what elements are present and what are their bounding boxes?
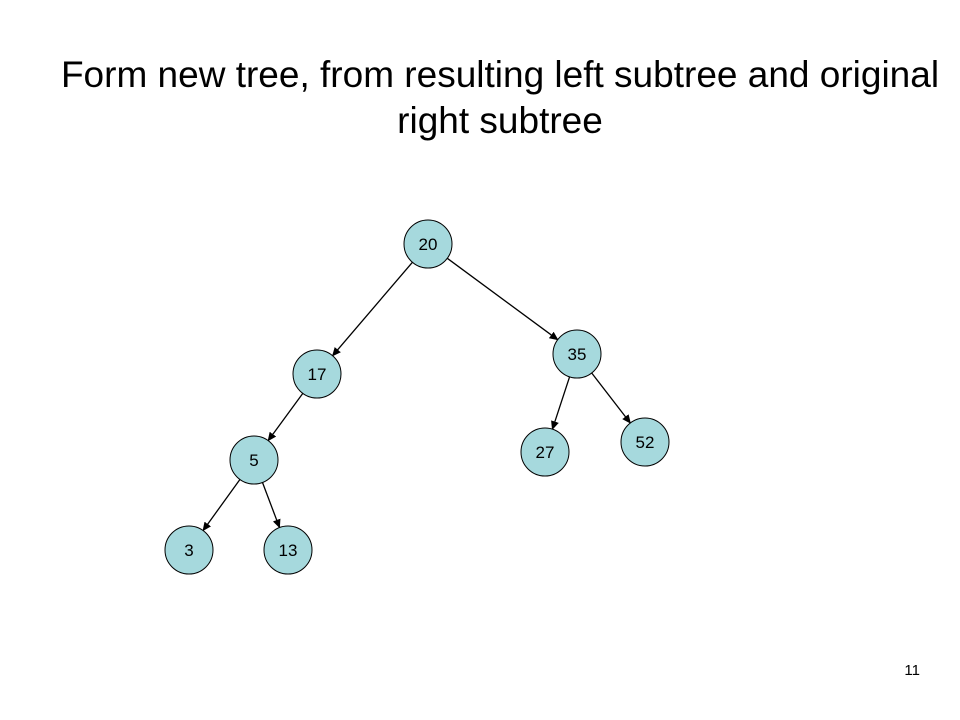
tree-node-circle xyxy=(552,329,602,379)
tree-node-17: 17 xyxy=(292,349,342,399)
tree-edge-5-to-13 xyxy=(261,482,281,529)
tree-edge-20-to-17 xyxy=(331,261,413,357)
tree-node-label: 3 xyxy=(184,541,193,560)
tree-edge-35-to-27 xyxy=(551,376,571,431)
tree-edges xyxy=(202,257,631,532)
slide-title: Form new tree, from resulting left subtr… xyxy=(60,54,940,141)
tree-node-label: 17 xyxy=(308,365,327,384)
tree-node-label: 13 xyxy=(279,541,298,560)
tree-node-label: 35 xyxy=(568,345,587,364)
tree-node-label: 20 xyxy=(419,235,438,254)
tree-edge-17-to-5 xyxy=(267,393,304,442)
tree-node-13: 13 xyxy=(263,525,313,575)
tree-edge-35-to-52 xyxy=(591,372,631,424)
tree-node-circle xyxy=(520,427,570,477)
tree-node-27: 27 xyxy=(520,427,570,477)
tree-node-5: 5 xyxy=(229,435,279,485)
page-number: 11 xyxy=(904,662,920,679)
tree-node-label: 52 xyxy=(636,433,655,452)
tree-node-label: 27 xyxy=(536,443,555,462)
tree-node-3: 3 xyxy=(164,525,214,575)
tree-node-circle xyxy=(164,525,214,575)
tree-node-52: 52 xyxy=(620,417,670,467)
tree-node-circle xyxy=(292,349,342,399)
tree-node-35: 35 xyxy=(552,329,602,379)
tree-node-circle xyxy=(403,219,453,269)
tree-edge-5-to-3 xyxy=(202,479,241,532)
tree-node-20: 20 xyxy=(403,219,453,269)
tree-edge-20-to-35 xyxy=(446,257,559,341)
tree-node-label: 5 xyxy=(249,451,258,470)
tree-node-circle xyxy=(229,435,279,485)
tree-nodes: 20 17 35 5 27 52 3 13 xyxy=(164,219,670,575)
tree-node-circle xyxy=(263,525,313,575)
tree-node-circle xyxy=(620,417,670,467)
